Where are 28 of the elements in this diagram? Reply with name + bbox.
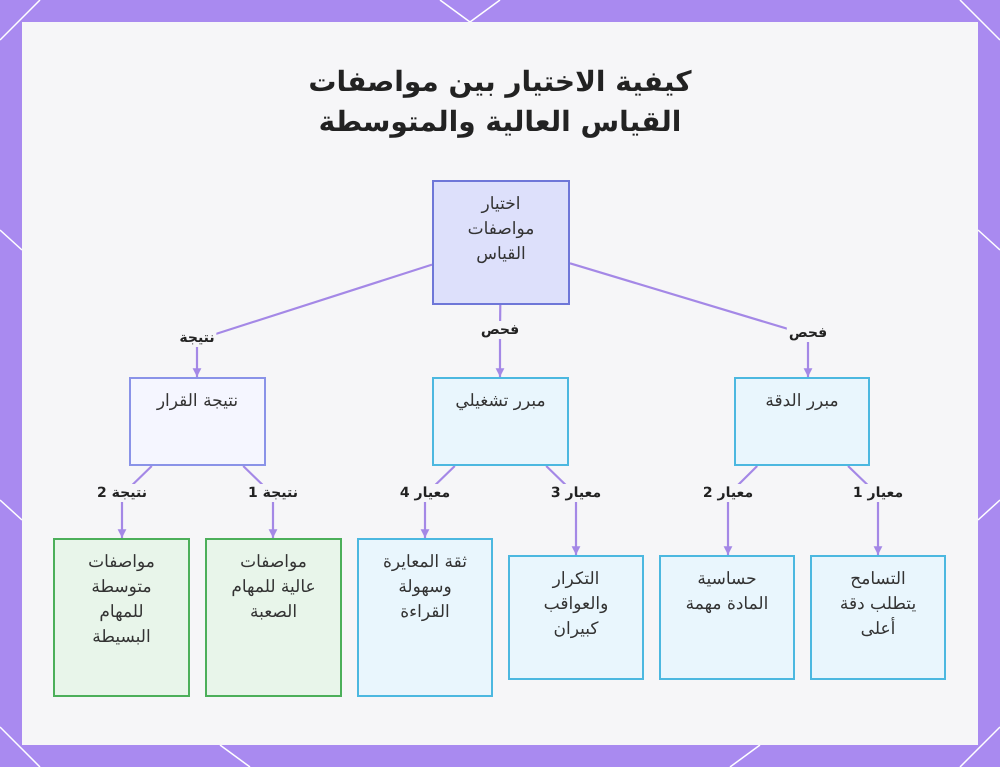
reason-box [432,377,569,466]
node-text: التسامح يتطلب دقة أعلى [838,568,918,641]
outcome-box [205,538,342,697]
reason-box [357,538,493,697]
result-box [129,377,266,466]
node-text: حساسية المادة مهمة [684,568,770,616]
reason-box [734,377,870,466]
node-text: مبرر تشغيلي [455,390,546,413]
node-text: اختيار مواصفات القياس [466,193,536,266]
root-node-box [432,180,570,305]
node-text: ثقة المعايرة وسهولة القراءة [382,551,468,624]
edge-label: معيار 2 [700,484,756,502]
node-text: التكرار والعواقب كبيران [542,568,610,641]
node-text: مواصفات عالية للمهام الصعبة [230,551,317,624]
connector-arrow [570,262,812,377]
node-text: نتيجة القرار [156,390,238,413]
edge-label: معيار 3 [548,484,604,502]
edge-label: فحص [478,321,522,339]
reason-box [810,555,946,680]
title: كيفية الاختيار بين مواصفات القياس العالية والمتوسطة [307,64,693,140]
connector-arrow [192,264,432,377]
reason-box [508,555,644,680]
edge-label: معيار 4 [398,484,452,502]
outcome-box [53,538,190,697]
node-text: مواصفات متوسطة للمهام البسيطة [87,551,156,649]
reason-box [659,555,795,680]
node-text: مبرر الدقة [765,390,839,413]
edge-label: نتيجة 2 [95,484,149,502]
